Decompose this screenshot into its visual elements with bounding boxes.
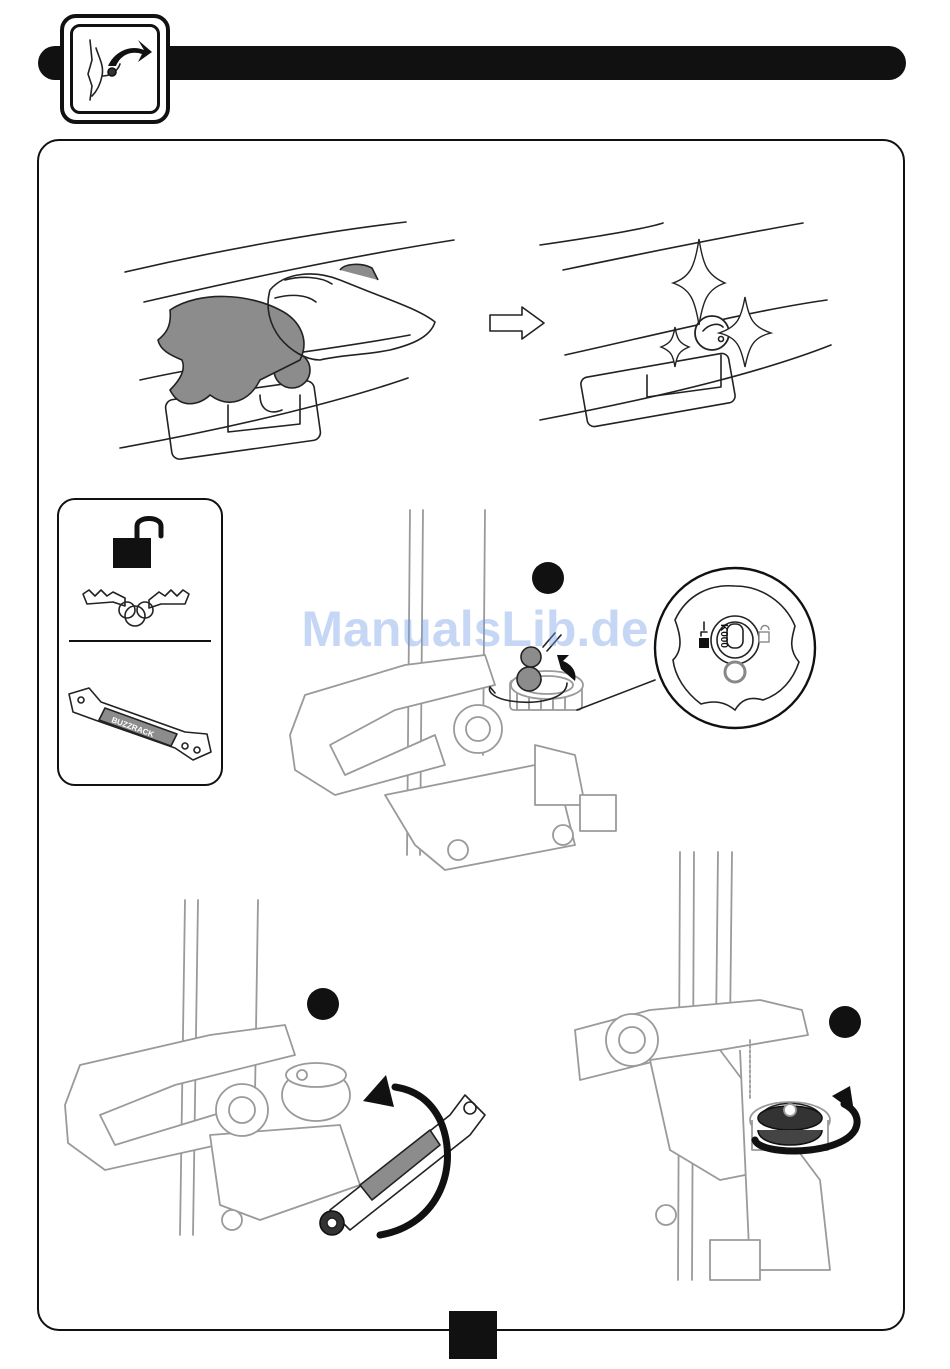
clamp-knob-tighten-illustration bbox=[570, 850, 880, 1290]
page-number-box bbox=[449, 1311, 497, 1359]
watermark-text: ManualsLib.de bbox=[0, 600, 950, 658]
step-marker-2 bbox=[307, 988, 339, 1020]
header-icon-box bbox=[60, 14, 170, 124]
clean-towball-illustration bbox=[535, 215, 835, 425]
unlock-icon bbox=[111, 514, 171, 570]
hand-cleaning-towball-illustration bbox=[110, 210, 450, 460]
wrench-icon: BUZZRACK bbox=[65, 686, 215, 766]
clamp-wrench-illustration bbox=[60, 895, 500, 1255]
step-marker-3 bbox=[829, 1006, 861, 1038]
clamp-key-unlock-illustration bbox=[285, 505, 625, 875]
step-marker-1 bbox=[532, 562, 564, 594]
hand-wipe-icon bbox=[78, 30, 158, 110]
